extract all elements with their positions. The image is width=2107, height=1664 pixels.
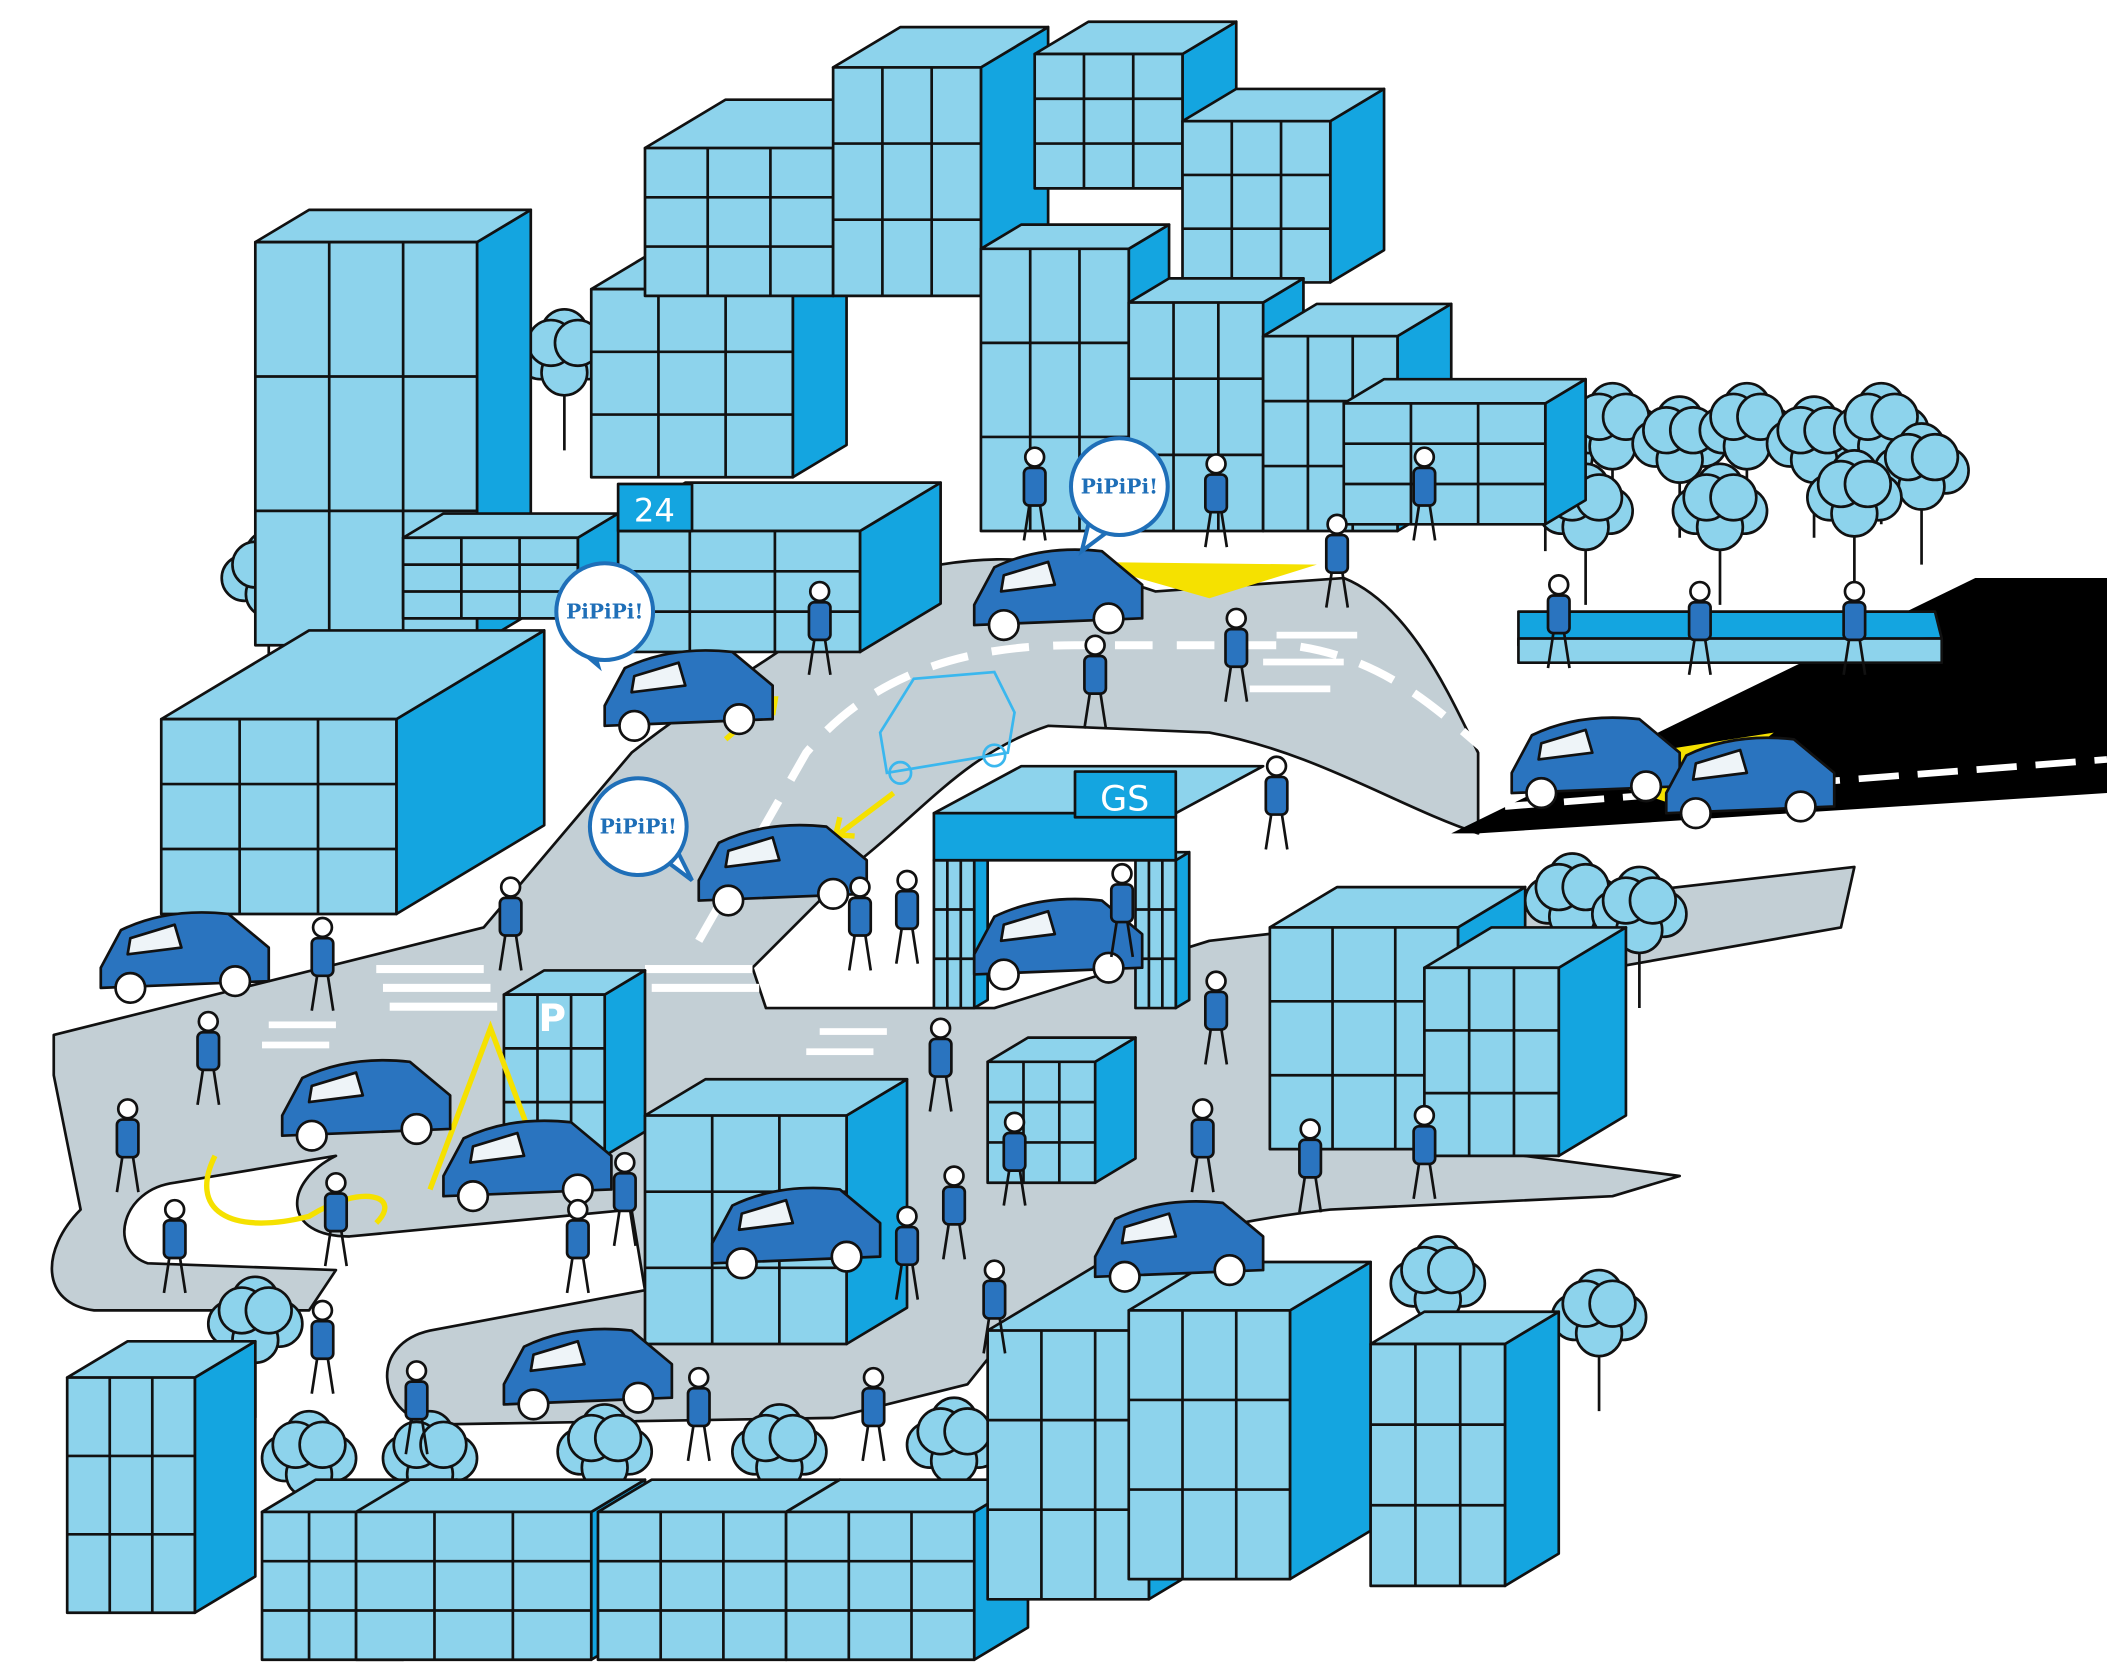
car: [1510, 716, 1682, 810]
tree: [1873, 422, 1970, 565]
building: [932, 850, 989, 1010]
headlight-beam: [1081, 561, 1317, 599]
parking-sign-text: P: [538, 996, 566, 1040]
person: [1412, 1104, 1437, 1200]
person: [1002, 1111, 1027, 1206]
tree: [905, 1396, 1003, 1539]
person: [1546, 574, 1571, 669]
person: [1264, 755, 1289, 850]
person: [612, 1151, 637, 1247]
person: [565, 1198, 590, 1294]
building: [354, 1478, 647, 1662]
tree: [1698, 381, 1796, 525]
car: [1093, 1200, 1265, 1293]
building: [1423, 926, 1628, 1158]
tree: [1550, 1268, 1648, 1412]
buildings: [65, 20, 1628, 1662]
parking-sign: P: [538, 996, 566, 1040]
person: [1224, 607, 1249, 702]
building: [1342, 377, 1587, 526]
person: [894, 1205, 920, 1300]
tree: [260, 1409, 358, 1553]
tree: [731, 1403, 828, 1546]
speech-bubble: PiPiPi!: [587, 776, 694, 882]
car: [1664, 736, 1836, 830]
person: [861, 1366, 886, 1462]
person: [941, 1165, 967, 1260]
store-sign-text: 24: [634, 492, 675, 530]
car: [603, 649, 774, 742]
park-bench: [1517, 610, 1944, 665]
person: [323, 1171, 349, 1267]
crosswalks: [262, 631, 1358, 1056]
person: [1687, 580, 1712, 675]
car: [99, 911, 271, 1004]
person: [1412, 446, 1437, 541]
person: [1022, 446, 1047, 541]
building: [502, 969, 647, 1158]
car: [280, 1058, 452, 1152]
building: [1181, 87, 1386, 284]
parking-route-arrow: [204, 1154, 388, 1226]
person: [310, 1299, 335, 1394]
person: [1204, 970, 1229, 1065]
person: [196, 1010, 221, 1105]
building: [1134, 850, 1191, 1010]
person: [686, 1366, 711, 1462]
car: [502, 1327, 674, 1421]
speech-bubble: PiPiPi!: [554, 561, 656, 672]
person: [115, 1098, 140, 1193]
person: [1083, 634, 1108, 729]
person: [1109, 862, 1135, 958]
speech-bubble-text: PiPiPi!: [566, 599, 643, 623]
person: [162, 1198, 187, 1294]
road-center-dashes: [695, 641, 1508, 943]
building: [65, 1339, 257, 1615]
person: [1324, 513, 1350, 608]
person: [1190, 1098, 1215, 1193]
person: [928, 1017, 953, 1112]
person: [1204, 453, 1229, 548]
gas-station-sign: GS: [1073, 770, 1178, 820]
tree: [1591, 865, 1688, 1009]
car: [972, 897, 1144, 991]
gas-station-sign-text: GS: [1100, 780, 1149, 820]
car: [697, 823, 869, 917]
people: [115, 446, 1867, 1462]
person: [404, 1360, 429, 1455]
tree: [1806, 449, 1903, 592]
person: [982, 1259, 1007, 1354]
car: [442, 1119, 613, 1213]
person: [1298, 1118, 1323, 1213]
building: [253, 208, 533, 647]
speech-bubble-text: PiPiPi!: [1081, 474, 1158, 498]
person: [310, 916, 335, 1011]
gas-station-canopy: [932, 764, 1265, 862]
car: [972, 548, 1144, 642]
building: [1369, 1310, 1561, 1588]
person: [894, 869, 920, 964]
person: [847, 876, 873, 971]
person: [498, 876, 523, 971]
car: [710, 1186, 882, 1280]
ghost-car: [878, 670, 1016, 785]
person: [1842, 580, 1867, 675]
building: [1127, 1260, 1372, 1581]
tree: [1671, 462, 1769, 605]
cars: [99, 548, 1836, 1421]
building: [159, 629, 546, 916]
speech-bubble-text: PiPiPi!: [600, 814, 677, 838]
store-24-sign: 24: [616, 482, 694, 533]
person: [807, 580, 832, 675]
speech-bubble: PiPiPi!: [1068, 436, 1170, 557]
